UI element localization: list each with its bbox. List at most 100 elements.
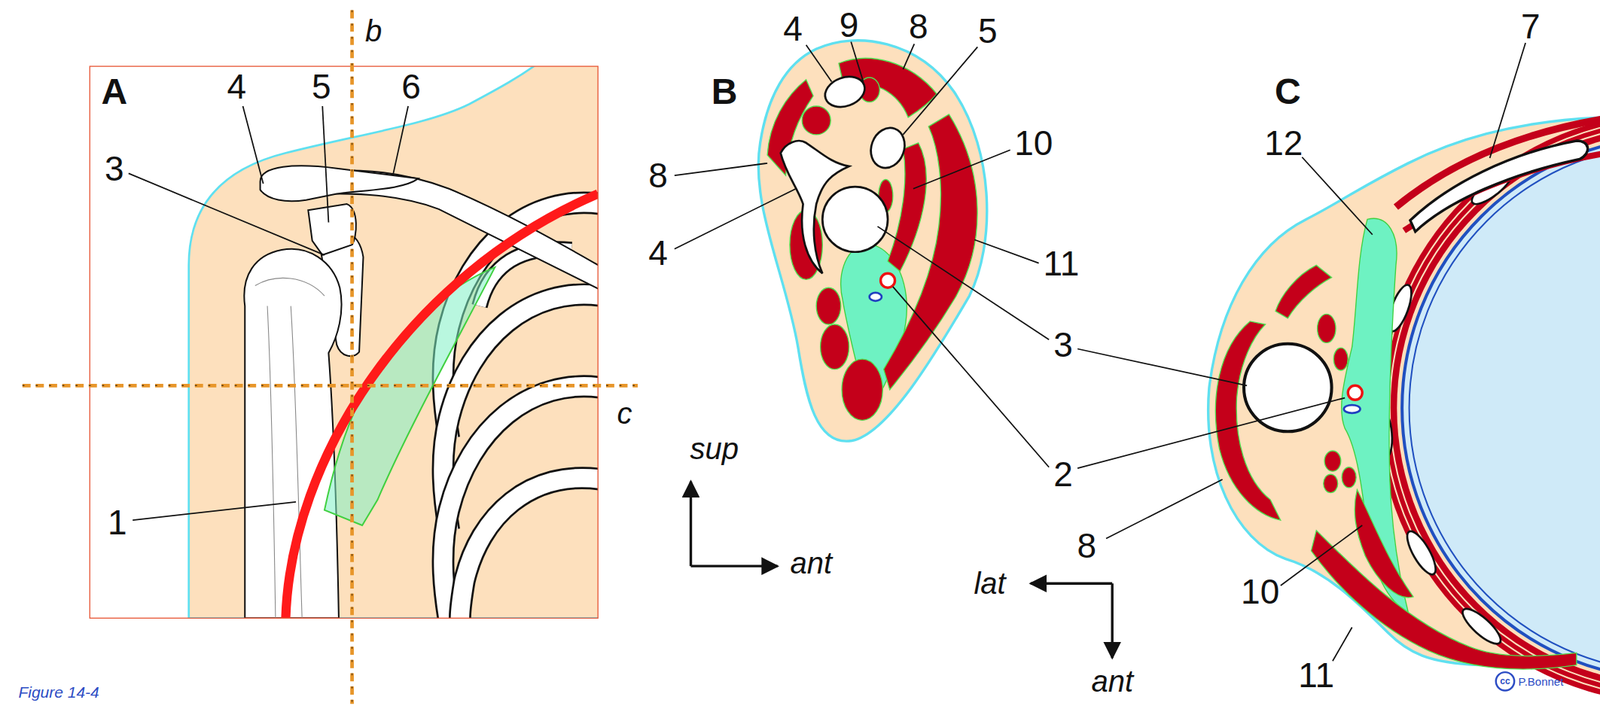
muscles [841,359,883,421]
orientation-arrows [1030,582,1113,586]
panel-a-drawing [188,66,598,619]
red-arc [285,194,598,619]
orientation-arrows [690,564,778,567]
leader-lines [674,188,796,250]
figure-caption: Figure 14-4 [18,683,99,700]
orientation-arrows [690,481,1113,659]
panel-b-drawing [758,40,988,442]
callout-number: 1 [107,505,128,540]
thorax-wall [1409,143,1600,673]
muscles [1323,474,1338,493]
vein [869,292,882,302]
orientation-arrows [689,481,692,567]
leader-lines [322,106,329,223]
ribs [1401,527,1441,579]
section-lines [22,384,638,388]
leader-lines [974,240,1039,264]
axilla-region [324,267,495,526]
leader-lines [1077,349,1247,387]
callout-number: 11 [1298,658,1335,693]
scapula [1410,140,1588,232]
humerus [1243,344,1332,433]
callout-number: 9 [839,7,860,43]
callout-number: 8 [648,158,668,193]
callout-number: 10 [1240,574,1280,610]
thorax-wall [1389,124,1600,692]
vein [1344,405,1361,414]
leader-lines [913,149,1011,189]
muscles [816,287,842,325]
panel-letter: B [711,73,738,110]
leader-lines [132,502,296,521]
orientation-arrows [1111,583,1114,659]
sagittal-outline [758,40,988,442]
ribs [1457,603,1506,650]
license-badge: cc [1499,676,1510,686]
leader-lines [1332,627,1353,662]
leader-lines [902,46,978,135]
callout-number: 6 [401,69,421,104]
callout-number: 3 [104,151,125,186]
muscles [767,57,978,421]
axis-label: sup [689,433,739,464]
section-lines [22,385,638,387]
callout-number: 4 [783,11,803,46]
bones [865,123,910,174]
leader-lines [1077,398,1345,470]
leader-lines [393,106,409,176]
callout-number: 10 [1014,125,1053,161]
body-outline [188,66,598,619]
leader-lines [128,173,325,255]
leader-lines [1106,479,1223,540]
muscles [1333,347,1348,371]
bones [822,186,888,253]
callout-number: 3 [1053,327,1073,363]
leader-lines [1490,42,1526,159]
thorax-wall [1396,131,1600,686]
callout-number: 5 [978,13,998,49]
muscles [1324,451,1341,472]
callout-number: 4 [648,235,668,271]
leader-lines [674,163,768,176]
axis-label: lat [973,568,1006,599]
panel-c-drawing [1208,112,1600,704]
panel-letter: C [1274,73,1302,110]
section-lines [350,10,354,705]
cc-badge [1496,672,1515,691]
leader-lines [902,43,915,70]
muscles [820,324,850,370]
ribs [460,478,598,619]
muscles [1310,530,1576,670]
leader-lines [877,226,1049,340]
artery [1347,385,1363,400]
callout-number: 8 [908,9,929,44]
section-lines [351,10,353,705]
coracoid [307,204,357,256]
callout-number: 11 [1043,246,1080,281]
muscles [1341,467,1357,488]
callout-number: 2 [1053,457,1073,492]
leader-lines [850,42,863,83]
panel-frame [89,66,598,619]
leader-lines [1301,157,1373,235]
humerus-detail [267,306,276,619]
humerus-detail [255,277,325,296]
muscles [1215,265,1576,670]
leader-lines [1280,525,1363,586]
callout-number: 8 [1077,528,1098,564]
artery [880,273,896,288]
section-plane-label: c [616,398,632,429]
thorax-wall [1401,137,1600,680]
muscles [801,106,831,135]
leader-lines [892,286,1049,468]
panel-letter: A [100,73,128,110]
bones [780,140,850,274]
section-plane-label: b [365,15,382,46]
leader-lines [806,45,832,83]
bones [780,71,911,274]
callout-number: 12 [1264,125,1303,161]
muscles [1317,313,1336,343]
